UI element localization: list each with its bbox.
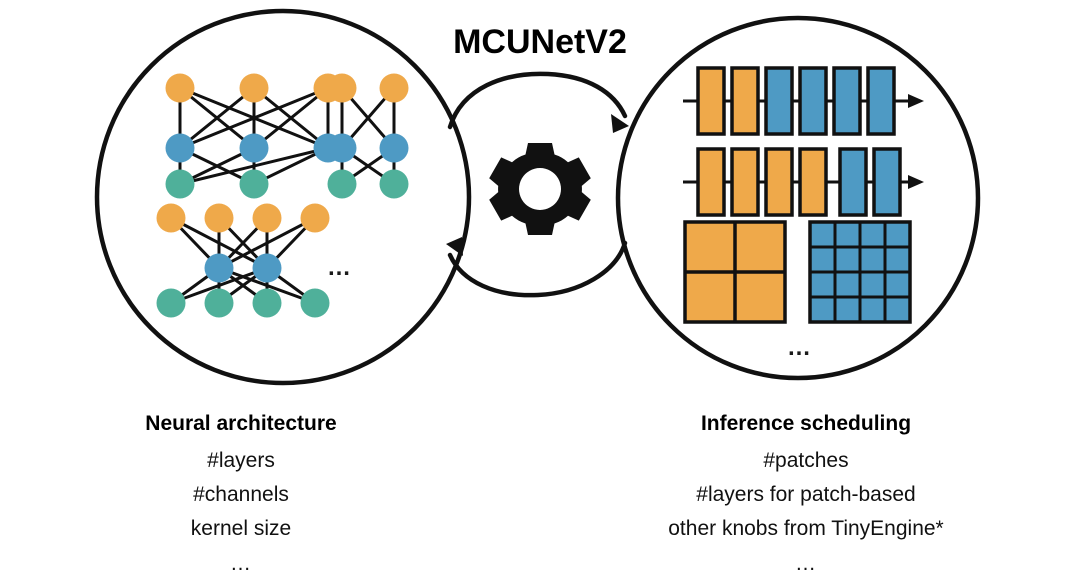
network-wide [156,203,330,318]
right-caption-line-3: other knobs from TinyEngine* [668,517,943,540]
node-blue [327,133,357,163]
node-orange [300,203,330,233]
pipeline-block-orange [764,147,794,217]
pipeline-block-orange [730,66,760,136]
network-small-nodes [327,73,409,199]
node-orange [379,73,409,103]
arrow-head-right-icon [908,94,924,108]
node-blue [239,133,269,163]
right-caption-ellipsis: … [795,552,817,575]
network-wide-nodes [156,203,330,318]
left-caption-line-1: #layers [207,449,275,472]
node-orange [252,203,282,233]
node-green [239,169,269,199]
node-green [204,288,234,318]
pipeline-block-orange [798,147,828,217]
right-caption-line-1: #patches [763,449,848,472]
network-large-edges [178,86,330,186]
pipeline-block-blue [832,66,862,136]
right-inner-ellipsis: … [787,334,813,361]
left-circle-outline [94,8,472,386]
gear-icon [489,143,591,235]
left-inner-ellipsis: … [327,254,353,281]
left-caption-heading: Neural architecture [145,412,336,435]
network-wide-edges [169,216,317,305]
node-green [379,169,409,199]
pipeline-block-blue [872,147,902,217]
node-orange [165,73,195,103]
node-orange [156,203,186,233]
left-caption-line-2: #channels [193,483,289,506]
page-title: MCUNetV2 [453,23,627,61]
cycle-arrow-head-left-icon [446,237,463,256]
node-green [252,288,282,318]
node-orange [327,73,357,103]
right-caption-heading: Inference scheduling [701,412,911,435]
node-orange [204,203,234,233]
network-large-nodes [165,73,343,199]
pipeline-block-blue [764,66,794,136]
cycle-arrow-head-right-icon [611,114,629,133]
network-small [327,73,409,199]
pipeline-block-blue [866,66,896,136]
arrow-head-right-icon [908,175,924,189]
pipeline-block-orange [696,66,726,136]
node-blue [379,133,409,163]
cycle-arrows [446,71,629,298]
node-blue [165,133,195,163]
network-small-edges [340,87,396,186]
right-caption-line-2: #layers for patch-based [696,483,915,506]
right-circle-outline [615,15,981,381]
left-caption-line-3: kernel size [191,517,291,540]
pipeline-row-1 [683,66,924,136]
network-large [165,73,343,199]
node-green [156,288,186,318]
patch-grid-fine [808,220,912,324]
right-caption: Inference scheduling #patches #layers fo… [668,412,943,575]
pipeline-block-orange [730,147,760,217]
patch-grid-coarse [683,220,787,324]
pipeline-block-blue [798,66,828,136]
node-orange [239,73,269,103]
node-blue [252,253,282,283]
node-green [165,169,195,199]
node-green [300,288,330,318]
pipeline-block-blue [838,147,868,217]
node-green [327,169,357,199]
pipeline-row-2 [683,147,924,217]
cycle-arc-bottom [447,240,628,298]
pipeline-block-orange [696,147,726,217]
left-caption-ellipsis: … [230,552,252,575]
left-caption: Neural architecture #layers #channels ke… [145,412,336,575]
node-blue [204,253,234,283]
cycle-arc-top [447,71,628,130]
